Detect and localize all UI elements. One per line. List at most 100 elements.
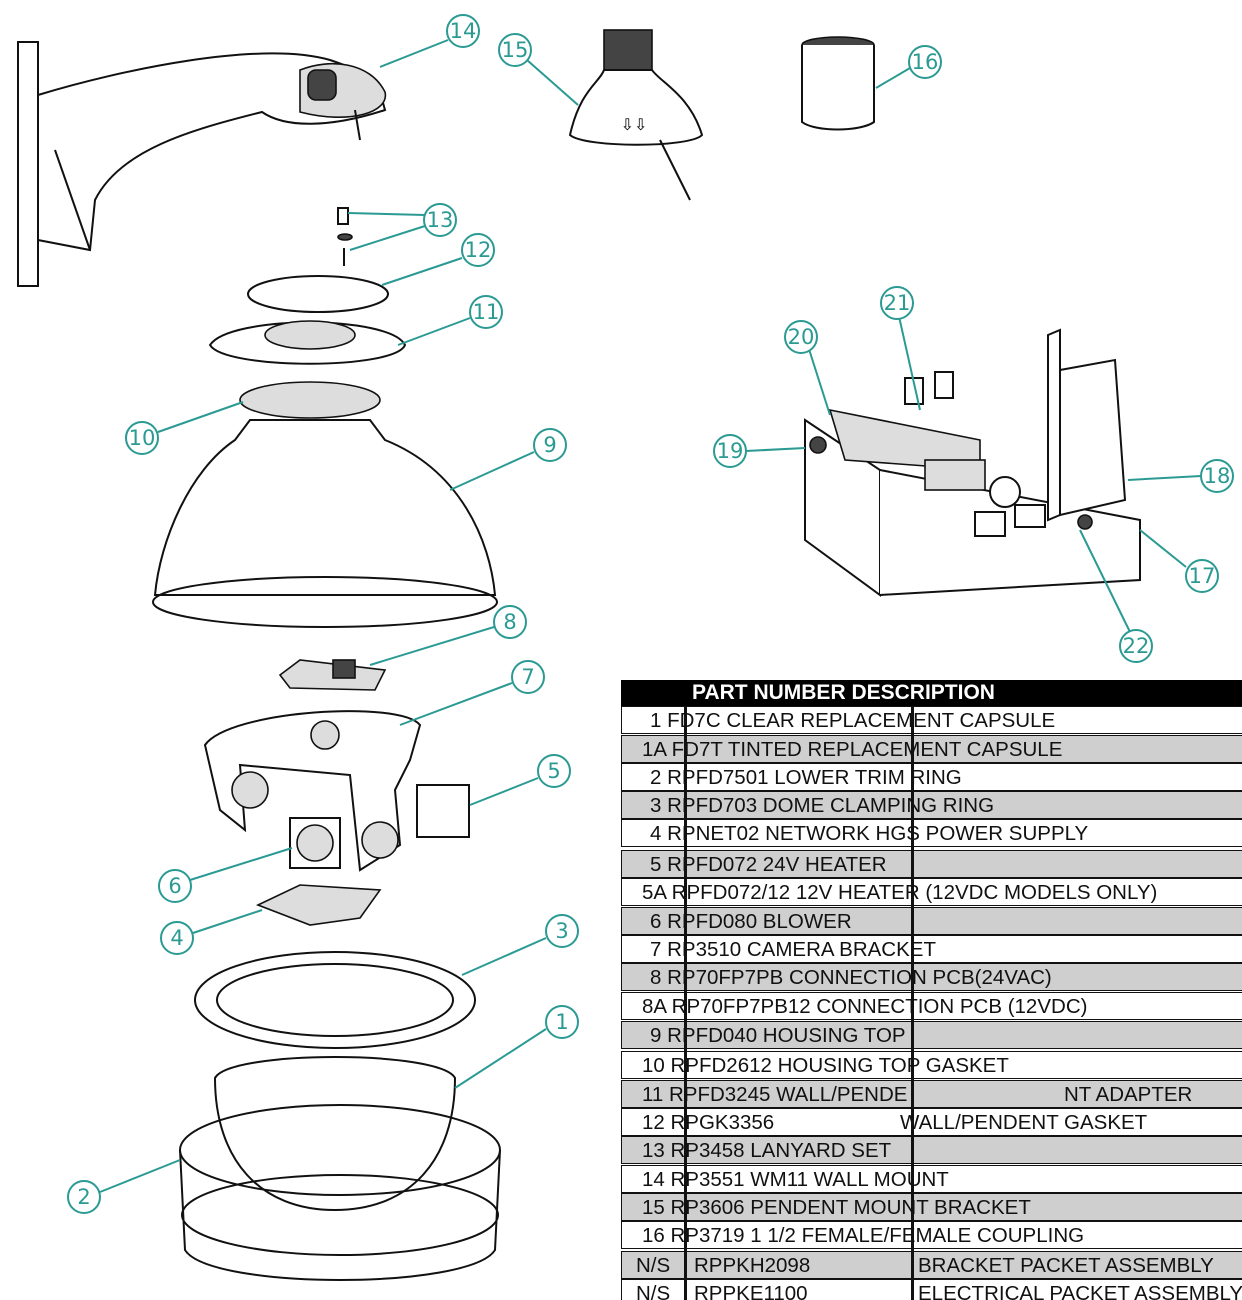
table-cell: 12 RPGK3356 [642, 1111, 775, 1134]
table-divider-2 [911, 706, 914, 1300]
svg-text:10: 10 [129, 426, 156, 450]
table-cell: 8 RP70FP7PB CONNECTION PCB(24VAC) [650, 966, 1052, 989]
part-lanyard-set [337, 207, 353, 266]
svg-text:8: 8 [503, 610, 516, 634]
svg-text:1: 1 [555, 1010, 568, 1034]
part-coupling [801, 36, 875, 131]
table-cell: 2 RPFD7501 LOWER TRIM RING [650, 766, 962, 789]
part-camera-bracket [203, 710, 422, 872]
callout-19: 19 [713, 434, 747, 468]
table-row: 12 RPGK3356 WALL/PENDENT GASKET [621, 1108, 1242, 1136]
part-pendent-bracket: ⇩⇩ [568, 29, 704, 201]
svg-text:9: 9 [543, 433, 556, 457]
svg-text:16: 16 [912, 50, 939, 74]
part-electrical-box [804, 328, 1141, 597]
table-cell: 6 RPFD080 BLOWER [650, 910, 852, 933]
callout-15: 15 [498, 33, 532, 67]
callout-22: 22 [1119, 629, 1153, 663]
callout-17: 17 [1185, 559, 1219, 593]
table-cell: N/S [636, 1254, 671, 1277]
table-cell: 11 RPFD3245 WALL/PENDE [642, 1083, 908, 1106]
svg-text:20: 20 [788, 325, 815, 349]
table-cell: BRACKET PACKET ASSEMBLY [918, 1254, 1214, 1277]
svg-text:⇩⇩: ⇩⇩ [621, 117, 648, 134]
part-adapter [208, 320, 407, 365]
part-power-supply [255, 884, 382, 926]
table-row: N/S RPPKE1100 ELECTRICAL PACKET ASSEMBLY [621, 1279, 1242, 1300]
part-blower [289, 817, 341, 869]
table-cell: 1A FD7T TINTED REPLACEMENT CAPSULE [642, 738, 1063, 761]
part-housing-top-gasket [239, 381, 381, 419]
table-row: 14 RP3551 WM11 WALL MOUNT [621, 1165, 1242, 1193]
table-divider-1 [684, 706, 687, 1300]
table-header: PART NUMBER DESCRIPTION [621, 680, 1242, 706]
svg-text:6: 6 [168, 874, 181, 898]
svg-text:19: 19 [717, 439, 744, 463]
table-row: 7 RP3510 CAMERA BRACKET [621, 935, 1242, 963]
table-row: N/S RPPKH2098 BRACKET PACKET ASSEMBLY [621, 1251, 1242, 1279]
table-cell: RPPKH2098 [694, 1254, 811, 1277]
table-cell: N/S [636, 1282, 671, 1300]
svg-text:15: 15 [502, 38, 529, 62]
callout-21: 21 [880, 286, 914, 320]
table-cell: WALL/PENDENT GASKET [900, 1111, 1148, 1134]
table-row: 13 RP3458 LANYARD SET [621, 1136, 1242, 1164]
table-row: 11 RPFD3245 WALL/PENDE NT ADAPTER [621, 1080, 1242, 1108]
callout-8: 8 [493, 605, 527, 639]
table-row: 10 RPFD2612 HOUSING TOP GASKET [621, 1051, 1242, 1079]
part-capsule [213, 1056, 457, 1212]
callout-10: 10 [125, 421, 159, 455]
svg-text:4: 4 [170, 926, 183, 950]
part-gasket [247, 275, 389, 313]
table-cell: 1 FD7C CLEAR REPLACEMENT CAPSULE [650, 709, 1056, 732]
table-cell: 16 RP3719 1 1/2 FEMALE/FEMALE COUPLING [642, 1224, 1085, 1247]
table-row: 2 RPFD7501 LOWER TRIM RING [621, 763, 1242, 791]
table-cell: 13 RP3458 LANYARD SET [642, 1139, 892, 1162]
table-cell: 14 RP3551 WM11 WALL MOUNT [642, 1168, 949, 1191]
table-cell: 8A RP70FP7PB12 CONNECTION PCB (12VDC) [642, 995, 1088, 1018]
callout-18: 18 [1200, 459, 1234, 493]
table-row: 5 RPFD072 24V HEATER [621, 850, 1242, 878]
callout-3: 3 [545, 914, 579, 948]
table-cell: NT ADAPTER [1064, 1083, 1193, 1106]
callout-7: 7 [511, 660, 545, 694]
callout-5: 5 [537, 754, 571, 788]
svg-text:12: 12 [465, 238, 492, 262]
part-lower-trim-ring [179, 1104, 501, 1281]
callout-2: 2 [67, 1180, 101, 1214]
table-cell: 5 RPFD072 24V HEATER [650, 853, 887, 876]
table-cell: RPPKE1100 [694, 1282, 808, 1300]
table-cell: ELECTRICAL PACKET ASSEMBLY [918, 1282, 1242, 1300]
table-cell: 10 RPFD2612 HOUSING TOP GASKET [642, 1054, 1009, 1077]
table-row: 16 RP3719 1 1/2 FEMALE/FEMALE COUPLING [621, 1221, 1242, 1249]
callout-12: 12 [461, 233, 495, 267]
svg-text:13: 13 [427, 208, 454, 232]
callout-4: 4 [160, 921, 194, 955]
table-cell: 4 RPNET02 NETWORK HGS POWER SUPPLY [650, 822, 1089, 845]
table-row: 3 RPFD703 DOME CLAMPING RING [621, 791, 1242, 819]
table-row: 15 RP3606 PENDENT MOUNT BRACKET [621, 1193, 1242, 1221]
callout-1: 1 [545, 1005, 579, 1039]
table-cell: 7 RP3510 CAMERA BRACKET [650, 938, 936, 961]
svg-text:7: 7 [521, 665, 534, 689]
svg-text:21: 21 [884, 291, 911, 315]
table-cell: 5A RPFD072/12 12V HEATER (12VDC MODELS O… [642, 881, 1158, 904]
table-row: 1A FD7T TINTED REPLACEMENT CAPSULE [621, 735, 1242, 763]
table-row: 5A RPFD072/12 12V HEATER (12VDC MODELS O… [621, 878, 1242, 906]
svg-text:11: 11 [473, 300, 500, 324]
part-connection-pcb [278, 659, 387, 691]
callout-16: 16 [908, 45, 942, 79]
leader-lines [99, 39, 1202, 1193]
callout-6: 6 [158, 869, 192, 903]
svg-text:22: 22 [1123, 634, 1150, 658]
table-cell: 15 RP3606 PENDENT MOUNT BRACKET [642, 1196, 1031, 1219]
svg-text:2: 2 [77, 1185, 90, 1209]
part-heater [416, 784, 470, 838]
table-row: 8 RP70FP7PB CONNECTION PCB(24VAC) [621, 963, 1242, 991]
callout-11: 11 [469, 295, 503, 329]
table-row: 1 FD7C CLEAR REPLACEMENT CAPSULE [621, 706, 1242, 734]
callout-13: 13 [423, 203, 457, 237]
table-row: 8A RP70FP7PB12 CONNECTION PCB (12VDC) [621, 992, 1242, 1020]
parts-table: PART NUMBER DESCRIPTION 1 FD7C CLEAR REP… [621, 680, 1242, 1300]
svg-text:14: 14 [450, 19, 477, 43]
